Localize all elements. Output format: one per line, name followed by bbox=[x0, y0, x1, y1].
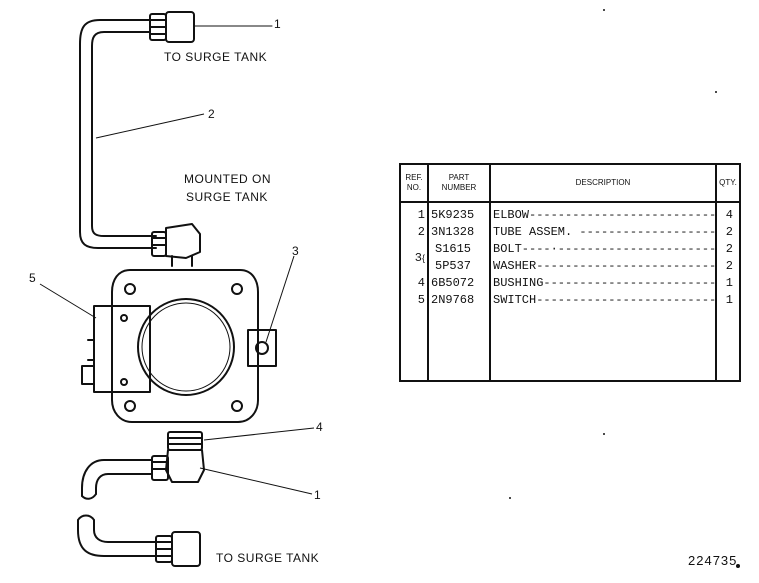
label-to-surge-tank-top: TO SURGE TANK bbox=[164, 50, 268, 64]
flange-bolt-tl bbox=[124, 283, 136, 295]
header-qty: QTY. bbox=[715, 163, 741, 203]
bushing bbox=[167, 431, 203, 451]
upper-tube bbox=[79, 19, 157, 249]
side-bracket bbox=[247, 329, 277, 367]
table-row: 5 2N9768 SWITCH-------------------------… bbox=[399, 292, 741, 309]
leader-3 bbox=[265, 255, 295, 343]
top-elbow-body bbox=[165, 11, 195, 43]
flange-bolt-bl bbox=[124, 400, 136, 412]
lower-tube-upper bbox=[81, 459, 153, 497]
callout-4: 4 bbox=[316, 420, 323, 434]
label-to-surge-tank-bottom: TO SURGE TANK bbox=[216, 551, 320, 565]
header-description: DESCRIPTION bbox=[489, 163, 717, 203]
drawing-number: 224735 bbox=[688, 553, 738, 568]
leader-5 bbox=[39, 283, 97, 319]
mid-elbow-body bbox=[165, 223, 201, 259]
grouped-ref-cell: 3{ bbox=[399, 241, 429, 275]
flange-bolt-br bbox=[231, 400, 243, 412]
switch-flange bbox=[111, 269, 259, 423]
lower-elbow-body bbox=[165, 449, 205, 483]
callout-1-bottom: 1 bbox=[314, 488, 321, 502]
flange-bolt-tr bbox=[231, 283, 243, 295]
leader-2 bbox=[95, 113, 205, 139]
leader-1-bottom bbox=[199, 467, 313, 495]
leader-4 bbox=[203, 427, 315, 441]
upper-tube-inner bbox=[91, 31, 157, 237]
label-mounted-on: MOUNTED ON bbox=[184, 172, 271, 186]
callout-1-top: 1 bbox=[274, 17, 281, 31]
table-row: 2 3N1328 TUBE ASSEM. -------------------… bbox=[399, 224, 741, 241]
table-filler-row bbox=[399, 309, 741, 382]
switch-bore bbox=[137, 298, 235, 396]
label-surge-tank: SURGE TANK bbox=[186, 190, 268, 204]
bottom-fitting-body bbox=[171, 531, 201, 567]
side-bolt bbox=[255, 341, 269, 355]
callout-3: 3 bbox=[292, 244, 299, 258]
table-row: 4 6B5072 BUSHING------------------------… bbox=[399, 275, 741, 292]
table-row: 1 5K9235 ELBOW--------------------------… bbox=[399, 202, 741, 224]
table-row: 5P537 WASHER----------------------------… bbox=[400, 258, 741, 275]
lower-tube-lower bbox=[77, 514, 95, 521]
table-row: 3{ S1615 BOLT----·----------------------… bbox=[399, 241, 741, 275]
switch-housing bbox=[93, 305, 151, 393]
callout-5: 5 bbox=[29, 271, 36, 285]
header-ref-no: REF.NO. bbox=[399, 163, 429, 203]
callout-2: 2 bbox=[208, 107, 215, 121]
